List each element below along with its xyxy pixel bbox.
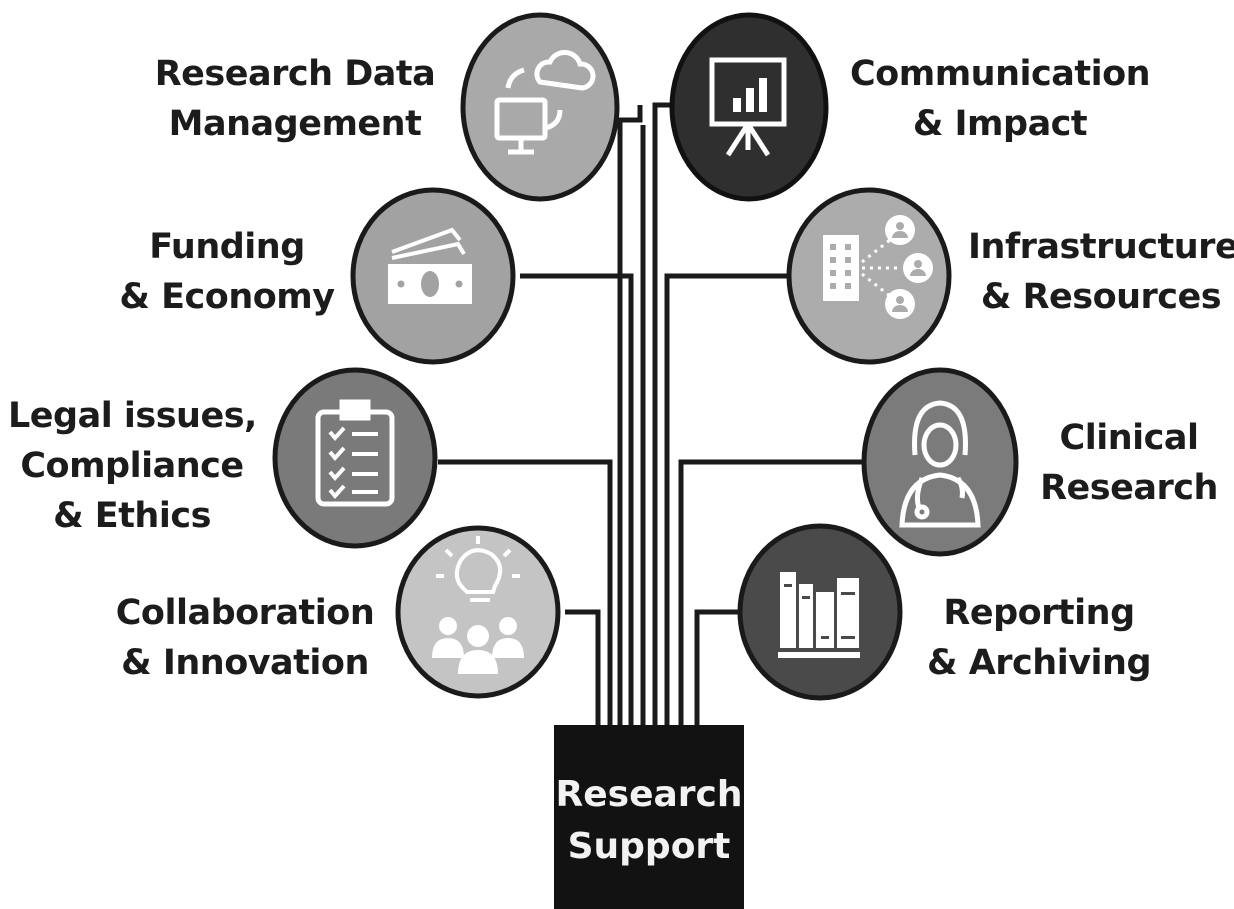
label-funding: Funding& Economy: [119, 227, 335, 317]
label-infra: Infrastructure& Resources: [968, 227, 1234, 317]
money-bills-icon: [388, 227, 472, 304]
computer-cloud-sync-icon: [494, 50, 596, 155]
legal-node: [272, 367, 438, 549]
connector-legal: [438, 459, 613, 725]
label-reporting: Reporting& Archiving: [927, 593, 1152, 683]
connector-comm: [652, 102, 672, 725]
lightbulb-team-icon: [432, 536, 524, 674]
connector-funding: [520, 273, 634, 725]
root-line-2: Support: [567, 826, 731, 867]
reporting-node: [737, 523, 903, 701]
label-legal: Legal issues,Compliance& Ethics: [8, 396, 257, 536]
books-archive-icon: [778, 572, 860, 658]
connector-reporting: [694, 609, 740, 725]
connector-clinical: [678, 459, 865, 725]
collab-node: [395, 525, 561, 699]
root-line-1: Research: [555, 774, 743, 815]
presentation-chart-icon: [709, 57, 787, 157]
clipboard-checklist-icon: [315, 399, 395, 507]
connector-infra: [664, 273, 790, 725]
label-comm: Communication& Impact: [850, 54, 1151, 144]
infra-node: [786, 187, 952, 365]
research-support-box: Research Support: [554, 725, 744, 909]
label-collab: Collaboration& Innovation: [115, 593, 375, 683]
comm-node: [669, 12, 829, 202]
rdm-node: [460, 12, 620, 202]
connector-rdm: [617, 105, 643, 725]
clinical-node: [861, 367, 1019, 557]
connector-lines: [438, 102, 865, 725]
funding-node: [350, 187, 516, 365]
connector-collab: [565, 609, 601, 725]
building-network-icon: [823, 215, 933, 319]
doctor-stethoscope-icon: [899, 400, 981, 528]
